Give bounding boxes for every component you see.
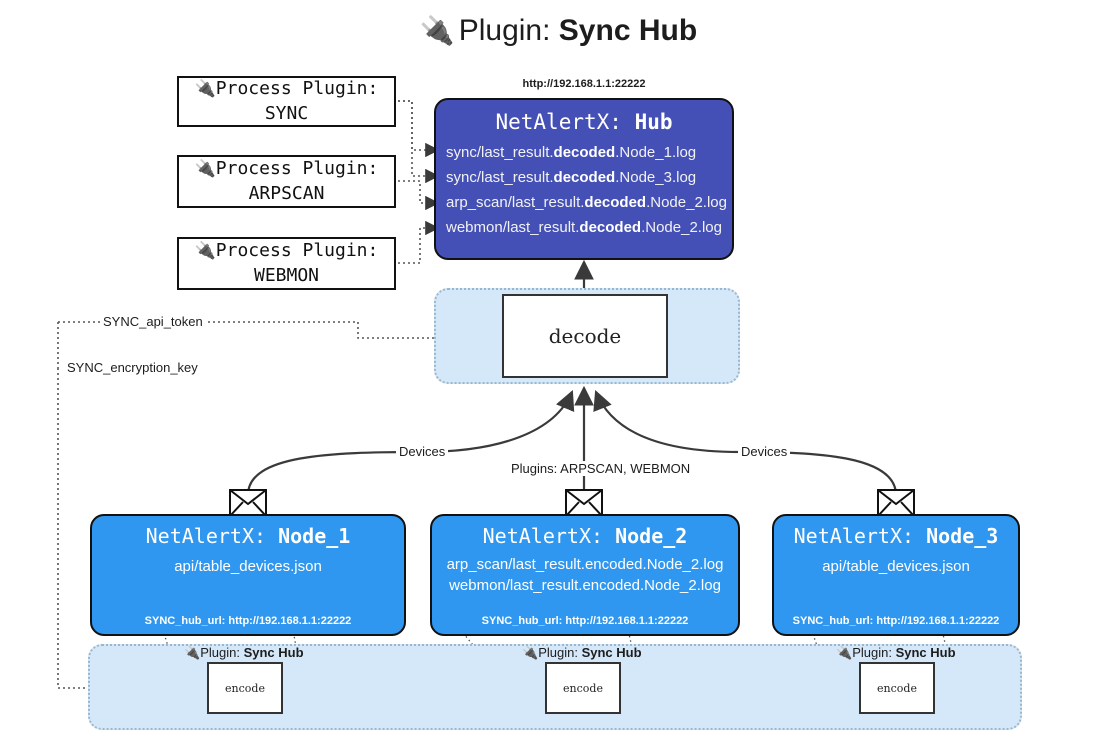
plug-icon: 🔌 [419, 15, 455, 46]
page-title: 🔌Plugin: Sync Hub [0, 14, 1117, 48]
plug-icon: 🔌 [184, 645, 201, 660]
hub-url-label: http://192.168.1.1:22222 [522, 78, 646, 90]
plug-icon: 🔌 [194, 241, 216, 262]
plug-icon: 🔌 [194, 159, 216, 180]
encoder-tag-name: Sync Hub [581, 645, 642, 660]
encode-box-node-3[interactable]: encode [859, 662, 935, 714]
process-plugin-name: ARPSCAN [248, 182, 325, 204]
process-plugin-webmon[interactable]: 🔌Process Plugin: WEBMON [177, 237, 396, 290]
hub-card[interactable]: NetAlertX: Hub sync/last_result.decoded.… [434, 98, 734, 260]
encoder-tag-prefix: Plugin: [200, 645, 244, 660]
process-plugin-label: Process Plugin: [215, 78, 379, 100]
node-hub-url: SYNC_hub_url: http://192.168.1.1:22222 [792, 615, 1000, 627]
process-plugin-arpscan[interactable]: 🔌Process Plugin: ARPSCAN [177, 155, 396, 208]
encode-box-node-2[interactable]: encode [545, 662, 621, 714]
node-card-node-1[interactable]: NetAlertX: Node_1 api/table_devices.json… [90, 514, 406, 636]
hub-log-line: webmon/last_result.decoded.Node_2.log [446, 219, 722, 236]
process-plugin-name: WEBMON [253, 264, 320, 286]
node-hub-url: SYNC_hub_url: http://192.168.1.1:22222 [481, 615, 689, 627]
hub-title: NetAlertX: Hub [495, 110, 673, 134]
node-title: NetAlertX: Node_3 [793, 524, 999, 548]
title-name: Sync Hub [558, 14, 698, 47]
devices-right-label: Devices [738, 444, 791, 459]
decode-box[interactable]: decode [502, 294, 668, 378]
process-plugin-name: SYNC [264, 102, 309, 124]
node-hub-url: SYNC_hub_url: http://192.168.1.1:22222 [144, 615, 352, 627]
envelope-icon [565, 489, 603, 522]
sync-api-token-label: SYNC_api_token [100, 314, 206, 329]
sync-encryption-key-label: SYNC_encryption_key [64, 360, 201, 375]
title-prefix: Plugin: [458, 14, 559, 47]
node-log-line: api/table_devices.json [822, 558, 970, 575]
process-plugin-sync[interactable]: 🔌Process Plugin: SYNC [177, 76, 396, 127]
encoder-plugin-tag: 🔌Plugin: Sync Hub [184, 645, 304, 661]
node-title: NetAlertX: Node_2 [482, 524, 688, 548]
node-log-line: api/table_devices.json [174, 558, 322, 575]
process-plugin-label: Process Plugin: [215, 158, 379, 180]
devices-left-label: Devices [396, 444, 449, 459]
encoder-tag-prefix: Plugin: [852, 645, 896, 660]
hub-log-line: sync/last_result.decoded.Node_3.log [446, 169, 697, 186]
encoder-plugin-tag: 🔌Plugin: Sync Hub [836, 645, 956, 661]
node-log-line: arp_scan/last_result.encoded.Node_2.log [446, 556, 724, 573]
hub-log-line: sync/last_result.decoded.Node_1.log [446, 144, 697, 161]
node-log-line: webmon/last_result.encoded.Node_2.log [449, 577, 721, 594]
node-card-node-2[interactable]: NetAlertX: Node_2 arp_scan/last_result.e… [430, 514, 740, 636]
hub-log-line: arp_scan/last_result.decoded.Node_2.log [446, 194, 727, 211]
encoder-tag-name: Sync Hub [243, 645, 304, 660]
encoder-tag-prefix: Plugin: [538, 645, 582, 660]
plug-icon: 🔌 [522, 645, 539, 660]
node-title: NetAlertX: Node_1 [145, 524, 351, 548]
process-plugin-label: Process Plugin: [215, 240, 379, 262]
node-card-node-3[interactable]: NetAlertX: Node_3 api/table_devices.json… [772, 514, 1020, 636]
encoder-plugin-tag: 🔌Plugin: Sync Hub [522, 645, 642, 661]
plug-icon: 🔌 [194, 79, 216, 100]
plugins-center-label: Plugins: ARPSCAN, WEBMON [508, 461, 694, 476]
encoder-tag-name: Sync Hub [895, 645, 956, 660]
encode-box-node-1[interactable]: encode [207, 662, 283, 714]
envelope-icon [229, 489, 267, 522]
plug-icon: 🔌 [836, 645, 853, 660]
